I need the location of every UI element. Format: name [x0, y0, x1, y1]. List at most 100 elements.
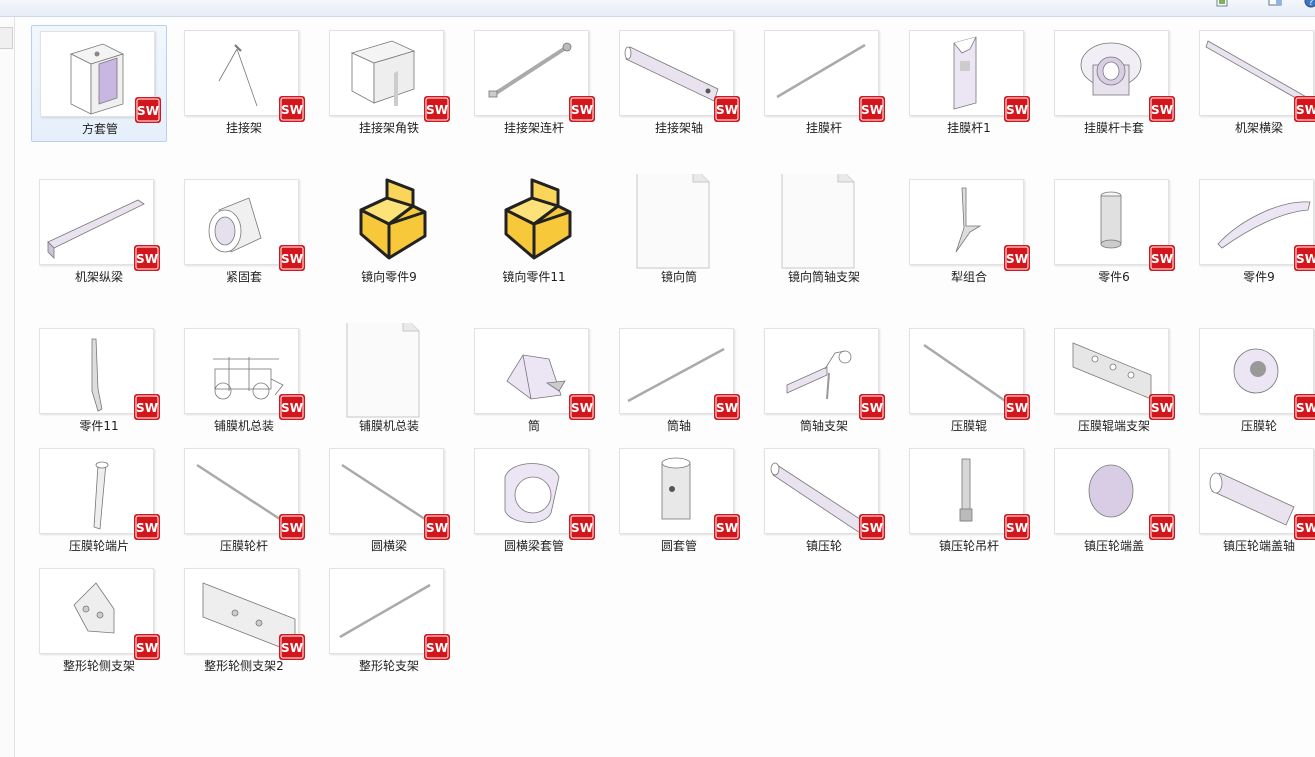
file-name: 镇压轮端盖轴	[1222, 539, 1295, 553]
file-item[interactable]: SW 压膜轮杆	[176, 443, 312, 560]
solidworks-badge-icon: SW	[1294, 514, 1315, 540]
file-item[interactable]: SW 压膜轮	[1191, 323, 1315, 440]
svg-text:SW: SW	[716, 103, 738, 117]
svg-text:SW: SW	[571, 401, 593, 415]
file-name: 方套管	[81, 122, 118, 136]
part-thumbnail	[474, 448, 589, 534]
part-preview-icon	[504, 463, 560, 523]
solidworks-badge-icon: SW	[424, 514, 450, 540]
part-preview-icon	[488, 42, 572, 98]
solidworks-badge-icon: SW	[279, 96, 305, 122]
file-item[interactable]: SW 犁组合	[901, 174, 1037, 291]
file-item[interactable]: 镜向筒	[611, 174, 747, 291]
svg-text:SW: SW	[1151, 252, 1173, 266]
file-item[interactable]: SW 机架纵梁	[31, 174, 167, 291]
file-item[interactable]: SW 压膜辊端支架	[1046, 323, 1182, 440]
navigation-pane[interactable]	[0, 17, 15, 757]
solidworks-badge-icon: SW	[1004, 245, 1030, 271]
file-item[interactable]: SW 圆套管	[611, 443, 747, 560]
file-item[interactable]: SW 挂膜杆卡套	[1046, 25, 1182, 142]
svg-text:SW: SW	[1006, 521, 1028, 535]
file-item[interactable]: SW 紧固套	[176, 174, 312, 291]
part-thumbnail	[619, 448, 734, 534]
window-toolbar: ?	[0, 0, 1315, 17]
svg-text:SW: SW	[281, 252, 303, 266]
file-item[interactable]: SW 方套管	[31, 25, 167, 142]
file-item[interactable]: SW 圆横梁套管	[466, 443, 602, 560]
file-item[interactable]: SW 零件9	[1191, 174, 1315, 291]
file-item[interactable]: 铺膜机总装	[321, 323, 457, 440]
file-item[interactable]: SW 零件11	[31, 323, 167, 440]
file-item[interactable]: SW 筒轴	[611, 323, 747, 440]
part-preview-icon	[213, 357, 284, 400]
blank-document-icon	[781, 174, 855, 269]
file-name: 挂接架	[225, 121, 262, 135]
file-item[interactable]: SW 机架横梁	[1191, 25, 1315, 142]
part-thumbnail	[1054, 30, 1169, 116]
svg-text:SW: SW	[1006, 103, 1028, 117]
svg-text:SW: SW	[1296, 103, 1315, 117]
file-item[interactable]: SW 镇压轮端盖	[1046, 443, 1182, 560]
part-preview-icon	[923, 343, 1015, 409]
help-icon[interactable]: ?	[1304, 0, 1315, 8]
solidworks-badge-icon: SW	[134, 394, 160, 420]
svg-text:SW: SW	[571, 103, 593, 117]
solidworks-badge-icon: SW	[859, 514, 885, 540]
svg-text:SW: SW	[1296, 252, 1315, 266]
file-name: 镜向筒	[660, 270, 697, 284]
solidworks-badge-icon: SW	[1004, 514, 1030, 540]
solidworks-badge-icon: SW	[134, 245, 160, 271]
file-item[interactable]: SW 筒轴支架	[756, 323, 892, 440]
file-item[interactable]: SW 挂膜杆1	[901, 25, 1037, 142]
file-item[interactable]: SW 铺膜机总装	[176, 323, 312, 440]
part-preview-icon	[69, 43, 125, 115]
file-item[interactable]: SW 挂接架	[176, 25, 312, 142]
chevron-down-icon[interactable]	[1238, 0, 1248, 2]
file-item[interactable]: SW 整形轮支架	[321, 563, 457, 680]
solidworks-badge-icon: SW	[424, 634, 450, 660]
file-item[interactable]: SW 零件6	[1046, 174, 1182, 291]
file-name: 筒轴	[666, 419, 691, 433]
file-item[interactable]: SW 挂接架轴	[611, 25, 747, 142]
svg-text:SW: SW	[426, 641, 448, 655]
file-name: 镇压轮吊杆	[938, 539, 999, 553]
part-preview-icon	[350, 40, 416, 106]
file-item[interactable]: SW 镇压轮吊杆	[901, 443, 1037, 560]
file-item[interactable]: SW 圆横梁	[321, 443, 457, 560]
svg-text:SW: SW	[136, 521, 158, 535]
file-name: 镜向零件11	[502, 270, 566, 284]
preview-pane-icon[interactable]	[1268, 0, 1282, 6]
file-name: 挂接架轴	[654, 121, 703, 135]
file-item[interactable]: SW 镇压轮端盖轴	[1191, 443, 1315, 560]
file-item[interactable]: SW 压膜辊	[901, 323, 1037, 440]
svg-text:SW: SW	[426, 103, 448, 117]
file-name: 犁组合	[950, 270, 987, 284]
file-item[interactable]: SW 镇压轮	[756, 443, 892, 560]
part-thumbnail	[1054, 448, 1169, 534]
file-name: 铺膜机总装	[358, 419, 419, 433]
file-item[interactable]: SW 压膜轮端片	[31, 443, 167, 560]
part-preview-icon	[770, 462, 870, 533]
part-preview-icon	[47, 199, 145, 259]
solidworks-badge-icon: SW	[1149, 96, 1175, 122]
svg-text:SW: SW	[426, 521, 448, 535]
solidworks-badge-icon: SW	[1149, 245, 1175, 271]
file-item[interactable]: 镜向筒轴支架	[756, 174, 892, 291]
navigation-pane-tab[interactable]	[0, 27, 13, 49]
file-item[interactable]: SW 挂接架角铁	[321, 25, 457, 142]
file-item[interactable]: 镜向零件11	[466, 174, 602, 291]
file-name: 圆横梁	[370, 539, 407, 553]
part-preview-icon	[1088, 464, 1134, 518]
file-item[interactable]: SW 挂接架连杆	[466, 25, 602, 142]
file-item[interactable]: SW 整形轮侧支架	[31, 563, 167, 680]
file-name: 镜向筒轴支架	[787, 270, 860, 284]
file-item[interactable]: SW 挂膜杆	[756, 25, 892, 142]
file-name: 圆横梁套管	[503, 539, 564, 553]
change-view-icon[interactable]	[1216, 0, 1228, 7]
svg-text:SW: SW	[861, 401, 883, 415]
svg-text:SW: SW	[716, 401, 738, 415]
file-name: 铺膜机总装	[213, 419, 274, 433]
file-item[interactable]: SW 整形轮侧支架2	[176, 563, 312, 680]
file-item[interactable]: SW 筒	[466, 323, 602, 440]
file-item[interactable]: 镜向零件9	[321, 174, 457, 291]
